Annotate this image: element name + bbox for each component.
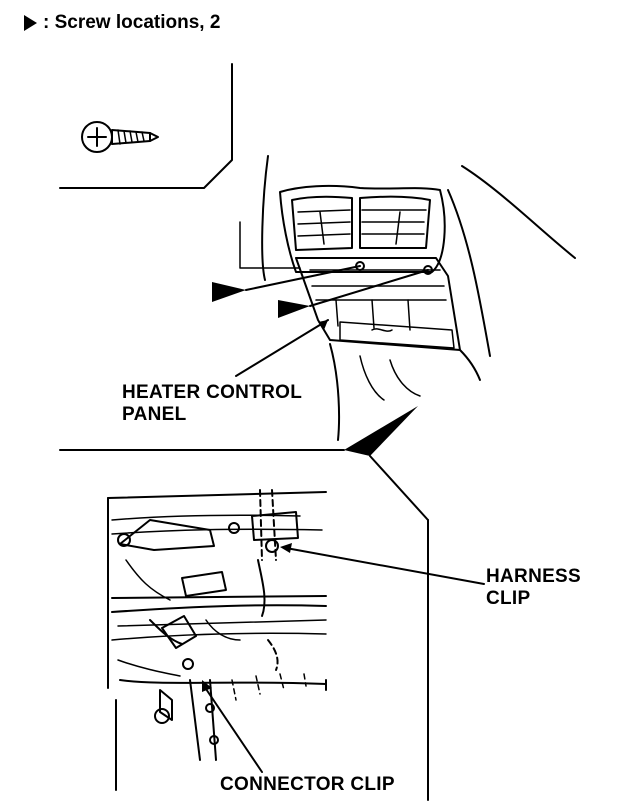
legend-text: : Screw locations, 2: [43, 12, 221, 33]
screw-location-arrow-2: [278, 265, 433, 318]
heater-control-panel-line-1: HEATER CONTROL: [122, 382, 303, 403]
harness-clip-line-2: CLIP: [486, 588, 531, 609]
harness-clip-label: HARNESS CLIP: [486, 566, 581, 610]
heater-control-panel-line-2: PANEL: [122, 404, 187, 425]
detail-callout-frame: [59, 406, 429, 801]
screw-location-arrow-1: [212, 261, 365, 302]
heater-control-panel-label: HEATER CONTROL PANEL: [122, 382, 302, 426]
wiring-detail-illustration: [107, 489, 327, 791]
harness-clip-line-1: HARNESS: [486, 566, 582, 587]
triangle-pointer-icon: [24, 15, 37, 31]
heater-panel-leader: [235, 319, 329, 377]
screw-callout-box: [59, 63, 233, 189]
connector-clip-leader: [202, 680, 263, 773]
screw-icon: [81, 121, 159, 153]
dashboard-illustration: [239, 155, 576, 441]
connector-clip-label: CONNECTOR CLIP: [220, 774, 395, 795]
legend: : Screw locations, 2: [24, 12, 220, 34]
harness-clip-leader: [280, 543, 485, 585]
